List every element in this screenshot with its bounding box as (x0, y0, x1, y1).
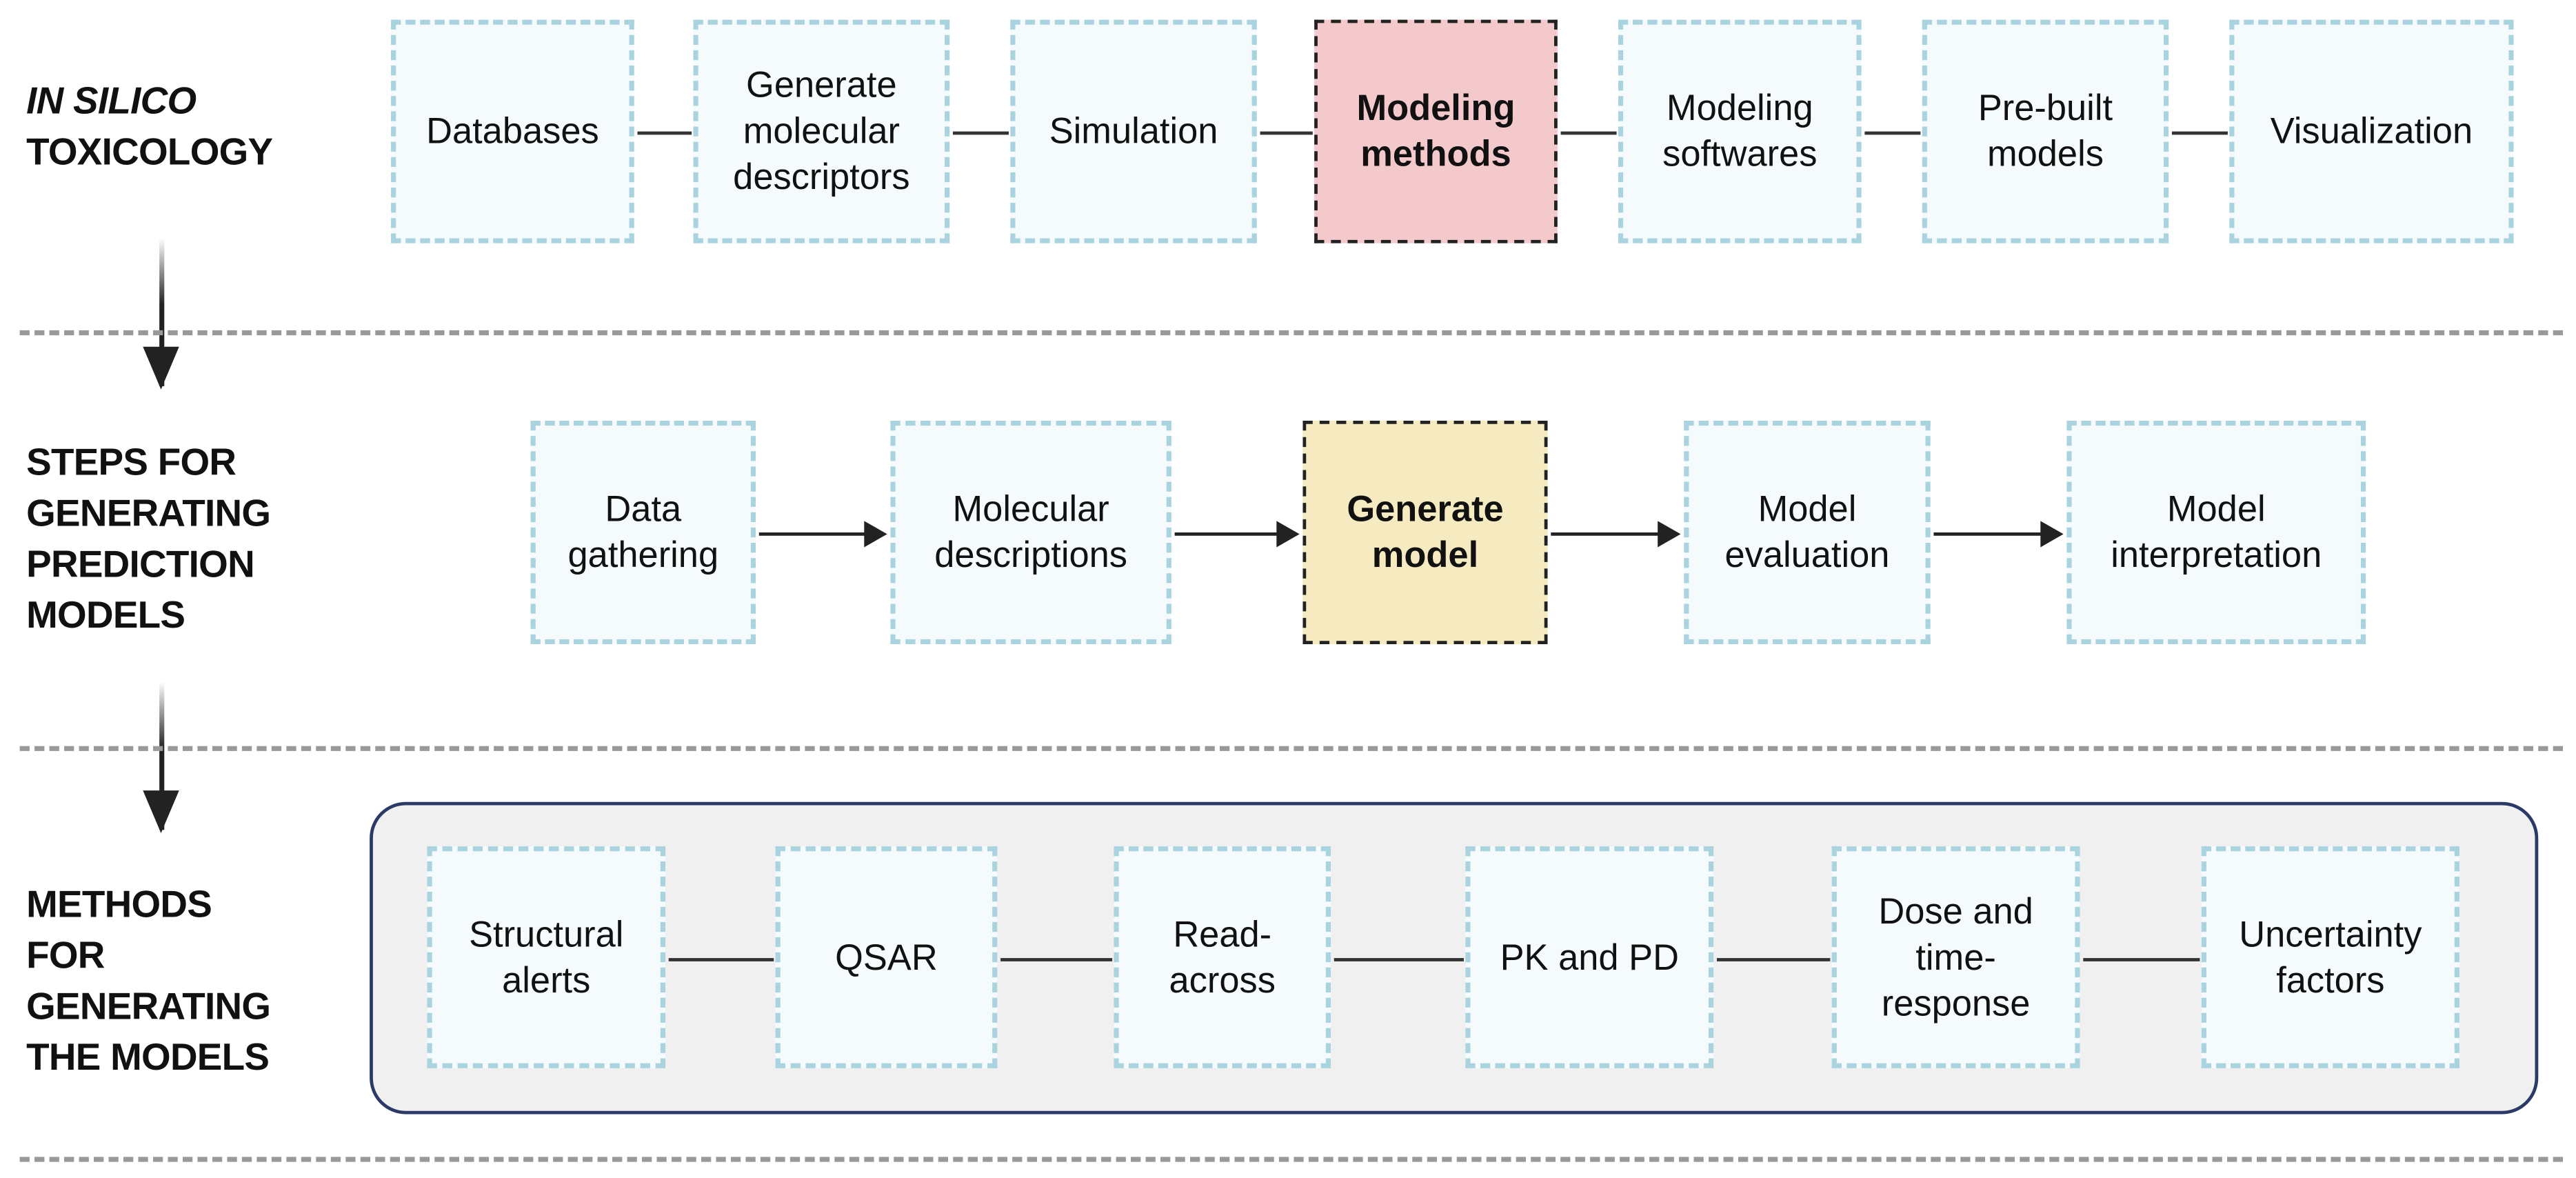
section-divider (19, 330, 2564, 336)
step-box-data-gathering: Data gathering (530, 420, 756, 645)
label-steps: STEPS FOR GENERATING PREDICTION MODELS (26, 437, 271, 641)
step-box-modeling-softwares: Modeling softwares (1618, 19, 1862, 243)
connector-line (1560, 131, 1617, 135)
step-box-molecular-descriptions: Molecular descriptions (890, 420, 1171, 645)
step-label: Modeling softwares (1662, 87, 1818, 174)
step-label: Model interpretation (2111, 488, 2322, 575)
label-line: IN SILICO (26, 79, 197, 122)
arrow-right-icon (1933, 521, 2064, 548)
label-line: GENERATING (26, 491, 271, 535)
label-line: GENERATING (26, 984, 271, 1028)
step-box-dose-and-time-response: Dose and time-response (1831, 846, 2080, 1068)
arrow-right-icon (1551, 521, 1681, 548)
step-box-uncertainty-factors: Uncertainty factors (2201, 846, 2459, 1068)
arrow-right-icon (758, 521, 887, 548)
step-box-model-interpretation: Model interpretation (2066, 420, 2366, 645)
label-line: MODELS (26, 593, 185, 637)
connector-line (668, 957, 774, 961)
step-box-pre-built-models: Pre-built models (1922, 19, 2169, 243)
connector-line (1260, 131, 1313, 135)
step-label: Uncertainty factors (2239, 912, 2422, 1000)
step-label: Molecular descriptions (934, 488, 1127, 575)
label-line: FOR (26, 933, 105, 977)
down-arrow-icon (143, 681, 179, 834)
label-methods: METHODS FOR GENERATING THE MODELS (26, 879, 271, 1083)
connector-line (1716, 957, 1831, 961)
connector-line (2083, 957, 2200, 961)
arrow-right-icon (1174, 521, 1300, 548)
step-label: Simulation (1049, 110, 1218, 152)
step-box-generate-model: Generate model (1302, 420, 1548, 645)
down-arrow-icon (143, 238, 179, 390)
connector-line (1864, 131, 1921, 135)
connector-line (2171, 131, 2228, 135)
step-label: Generate molecular descriptors (733, 63, 910, 197)
step-label: Databases (426, 110, 599, 152)
step-label: QSAR (835, 935, 938, 977)
step-box-read-across: Read-across (1114, 846, 1331, 1068)
step-label: Structural alerts (469, 912, 624, 1000)
step-label: Modeling methods (1356, 87, 1516, 174)
step-box-qsar: QSAR (775, 846, 998, 1068)
step-box-pk-and-pd: PK and PD (1465, 846, 1714, 1068)
step-box-structural-alerts: Structural alerts (427, 846, 665, 1068)
step-box-modeling-methods: Modeling methods (1314, 19, 1558, 243)
step-label: Data gathering (567, 488, 719, 575)
step-box-databases: Databases (391, 19, 634, 243)
connector-line (1334, 957, 1464, 961)
step-label: Generate model (1347, 488, 1504, 575)
step-label: Read-across (1169, 912, 1276, 1000)
label-line: PREDICTION (26, 542, 255, 586)
label-in-silico-toxicology: IN SILICO TOXICOLOGY (26, 76, 273, 178)
step-label: Visualization (2270, 110, 2473, 152)
step-box-visualization: Visualization (2229, 19, 2514, 243)
step-label: Model evaluation (1724, 488, 1890, 575)
label-line: TOXICOLOGY (26, 130, 273, 173)
step-label: PK and PD (1500, 935, 1679, 977)
step-box-generate-molecular-descriptors: Generate molecular descriptors (693, 19, 950, 243)
connector-line (637, 131, 692, 135)
step-box-simulation: Simulation (1010, 19, 1257, 243)
label-line: METHODS (26, 882, 212, 926)
section-divider (19, 746, 2564, 751)
step-label: Pre-built models (1978, 87, 2113, 174)
section-divider (19, 1157, 2564, 1162)
connector-line (1000, 957, 1113, 961)
label-line: STEPS FOR (26, 440, 237, 483)
connector-line (952, 131, 1009, 135)
step-label: Dose and time-response (1878, 890, 2033, 1024)
label-line: THE MODELS (26, 1035, 270, 1079)
step-box-model-evaluation: Model evaluation (1684, 420, 1931, 645)
